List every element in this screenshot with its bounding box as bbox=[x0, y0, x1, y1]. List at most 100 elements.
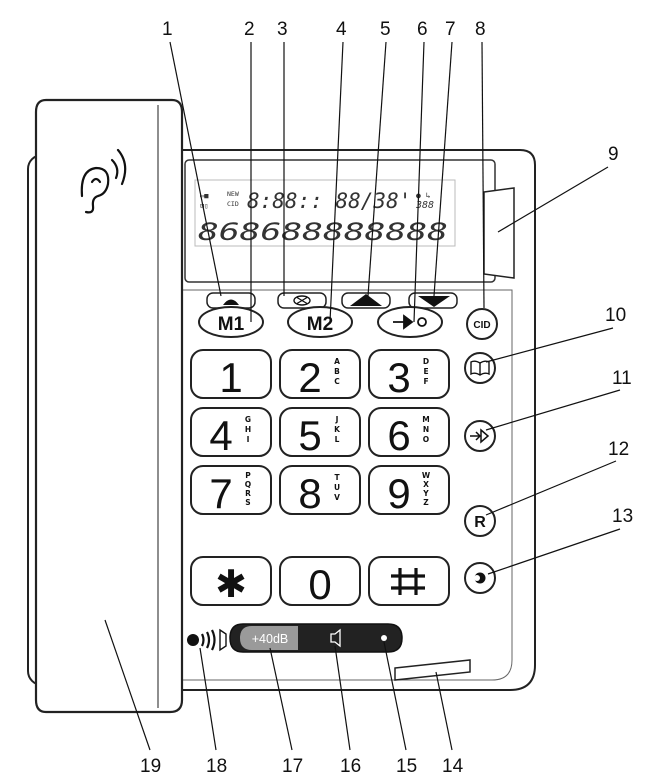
lcd-line-1: 8:88:: 88/38' bbox=[247, 189, 411, 213]
key-7-letter-q: Q bbox=[245, 480, 251, 489]
up-arrow-icon bbox=[350, 294, 382, 306]
key-9-letter-y: Y bbox=[422, 489, 429, 498]
key-8[interactable] bbox=[279, 465, 361, 515]
key-5-letter-l: L bbox=[335, 435, 340, 444]
key-0[interactable] bbox=[279, 556, 361, 606]
lcd-screen bbox=[194, 179, 456, 247]
key-9[interactable] bbox=[368, 465, 450, 515]
callout-lines bbox=[104, 41, 621, 751]
key-hash-symbol bbox=[391, 568, 425, 595]
recall-button[interactable] bbox=[464, 505, 496, 537]
key-star[interactable] bbox=[190, 556, 272, 606]
key-star-symbol: ✱ bbox=[215, 564, 247, 606]
transfer-icon bbox=[393, 314, 427, 330]
key-7-digit: 7 bbox=[209, 470, 232, 517]
key-8-letter-t: T bbox=[334, 473, 340, 482]
key-9-letter-x: X bbox=[423, 480, 429, 489]
amplifier-boost-button[interactable] bbox=[240, 626, 298, 650]
key-0-digit: 0 bbox=[308, 561, 331, 608]
m2-label: M2 bbox=[307, 314, 333, 335]
key-8-letter-v: V bbox=[334, 493, 340, 502]
callout-17: 17 bbox=[282, 756, 303, 777]
save-icon bbox=[470, 428, 490, 444]
key-8-digit: 8 bbox=[298, 470, 321, 517]
recall-label: R bbox=[474, 514, 486, 531]
key-3-letter-e: E bbox=[423, 367, 428, 376]
callout-7: 7 bbox=[445, 19, 456, 40]
callout-1: 1 bbox=[162, 19, 173, 40]
handset bbox=[34, 98, 184, 714]
key-6-letter-n: N bbox=[423, 425, 429, 434]
key-7-letter-p: P bbox=[245, 471, 251, 480]
callout-18: 18 bbox=[206, 756, 227, 777]
front-lip bbox=[394, 659, 471, 681]
key-8-letter-u: U bbox=[334, 483, 340, 492]
callout-4: 4 bbox=[336, 19, 347, 40]
callout-10: 10 bbox=[605, 305, 626, 326]
callout-12: 12 bbox=[608, 439, 629, 460]
ear-icon bbox=[80, 148, 127, 214]
volume-ring-icon bbox=[474, 572, 486, 584]
callout-13: 13 bbox=[612, 506, 633, 527]
callout-11: 11 bbox=[612, 368, 632, 389]
key-7-letter-s: S bbox=[245, 498, 250, 507]
lcd-small-digits: 388 bbox=[415, 200, 434, 211]
key-2[interactable] bbox=[279, 349, 361, 399]
callout-8: 8 bbox=[475, 19, 486, 40]
key-7-letter-r: R bbox=[245, 489, 251, 498]
key-2-digit: 2 bbox=[298, 354, 321, 401]
callout-6: 6 bbox=[417, 19, 428, 40]
down-arrow-icon bbox=[418, 296, 450, 307]
key-1-digit: 1 bbox=[219, 354, 242, 401]
key-3-letter-d: D bbox=[423, 357, 429, 366]
m1-label: M1 bbox=[218, 314, 245, 335]
callout-5: 5 bbox=[380, 19, 391, 40]
key-9-digit: 9 bbox=[387, 470, 410, 517]
callout-2: 2 bbox=[244, 19, 255, 40]
callout-9: 9 bbox=[608, 144, 619, 165]
key-4-letter-i: I bbox=[247, 435, 250, 444]
phonebook-icon bbox=[470, 360, 490, 376]
key-5-letter-j: J bbox=[335, 415, 339, 424]
cid-label: CID bbox=[473, 320, 490, 331]
key-6-digit: 6 bbox=[387, 412, 410, 459]
key-2-letter-c: C bbox=[334, 377, 340, 386]
lcd-new-label: NEW bbox=[227, 190, 239, 198]
key-5[interactable] bbox=[279, 407, 361, 457]
key-6-letter-m: M bbox=[422, 415, 429, 424]
amplifier-boost-label: +40dB bbox=[252, 632, 289, 646]
mute-icon bbox=[293, 295, 311, 306]
key-9-letter-w: W bbox=[422, 471, 431, 480]
key-hash[interactable] bbox=[368, 556, 450, 606]
key-9-letter-z: Z bbox=[423, 498, 429, 507]
m2-button[interactable] bbox=[287, 306, 353, 338]
lcd-cid-label: CID bbox=[227, 200, 239, 208]
speaker-icon[interactable] bbox=[330, 628, 341, 648]
key-4-letter-h: H bbox=[245, 425, 251, 434]
cid-button[interactable] bbox=[466, 308, 498, 340]
key-3-letter-f: F bbox=[423, 377, 428, 386]
lcd-phone-indicator: ⊡▯ bbox=[200, 202, 208, 210]
key-6[interactable] bbox=[368, 407, 450, 457]
callout-16: 16 bbox=[340, 756, 361, 777]
lcd-battery-indicator: ▭■ bbox=[200, 192, 209, 200]
callout-15: 15 bbox=[396, 756, 417, 777]
key-4[interactable] bbox=[190, 407, 272, 457]
lcd-status-icons: ● ↳ bbox=[416, 191, 431, 200]
callout-14: 14 bbox=[442, 756, 464, 777]
dot-icon[interactable] bbox=[381, 635, 387, 641]
m1-button[interactable] bbox=[198, 306, 264, 338]
key-2-letter-a: A bbox=[334, 357, 340, 366]
key-6-letter-o: O bbox=[423, 435, 429, 444]
key-4-letter-g: G bbox=[245, 415, 251, 424]
key-4-digit: 4 bbox=[209, 412, 232, 459]
key-2-letter-b: B bbox=[334, 367, 340, 376]
phone-base-inner bbox=[178, 289, 513, 681]
key-7[interactable] bbox=[190, 465, 272, 515]
key-1[interactable] bbox=[190, 349, 272, 399]
key-5-letter-k: K bbox=[334, 425, 341, 434]
redial-icon bbox=[223, 299, 239, 305]
key-5-digit: 5 bbox=[298, 412, 321, 459]
key-3[interactable] bbox=[368, 349, 450, 399]
